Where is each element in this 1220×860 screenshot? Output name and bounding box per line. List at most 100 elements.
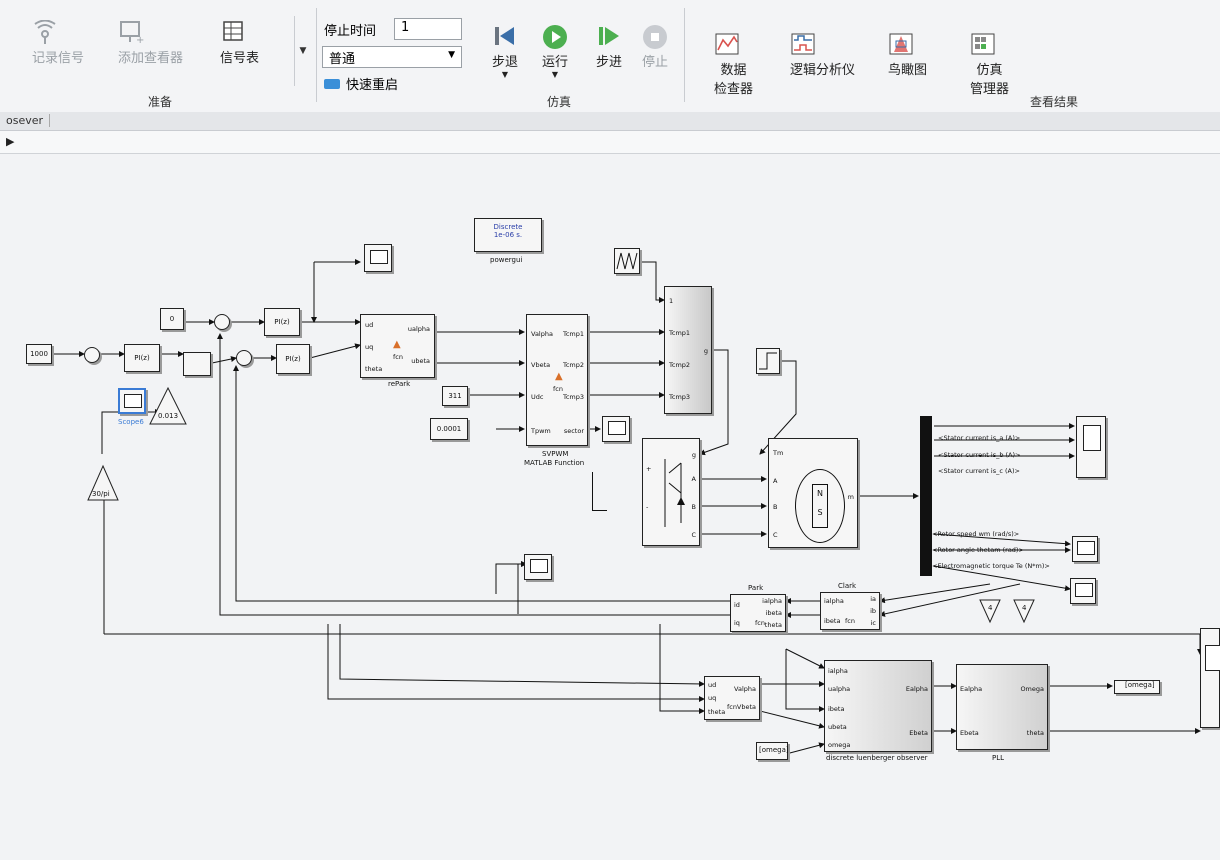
port-label: theta [1026,729,1044,737]
fast-restart-button[interactable]: 快速重启 [324,74,398,93]
pi-label: PI(z) [134,354,150,362]
logic-analyzer-button[interactable]: 逻辑分析仪 [790,32,855,78]
sum-block-iq[interactable] [236,350,252,366]
chevron-down-icon: ▼ [551,70,559,79]
scope-screen [124,394,142,408]
repark-block[interactable]: ud uq theta ualpha ubeta fcn ▲ [360,314,435,378]
gain-block-4b[interactable]: 4 [1012,598,1036,624]
clark-block[interactable]: ialpha ibeta ia ib ic fcn [820,592,880,630]
powergui-block[interactable]: Discrete 1e-06 s. [474,218,542,252]
scope-block-currents[interactable] [1076,416,1106,478]
model-canvas[interactable]: 1000 PI(z) 0 PI(z) PI(z) Scope6 0.013 30… [0,154,1220,860]
log-signals-label: 记录信号 [32,51,85,66]
viewer-icon: + [120,20,164,44]
sim-manager-icon [971,32,1003,56]
scope-block-6[interactable] [118,388,146,414]
sum-block[interactable] [84,347,100,363]
port-label: ib [870,607,876,615]
port-label: ibeta [765,609,782,617]
run-button[interactable]: 运行 ▼ [542,24,568,79]
gain-value: 30/pi [92,490,110,498]
play-icon[interactable]: ▶ [6,135,15,148]
scope-block-torque[interactable] [1070,578,1096,604]
pole-s: S [817,508,823,517]
pi-controller-iq[interactable]: PI(z) [276,344,310,374]
pi-controller-speed[interactable]: PI(z) [124,344,160,372]
scope-block[interactable] [364,244,392,272]
sum-block-2[interactable] [183,352,211,376]
constant-block-udc[interactable]: 311 [442,386,468,406]
svpwm-block[interactable]: Valpha Vbeta Udc Tpwm Tcmp1 Tcmp2 Tcmp3 … [526,314,588,446]
scope-block-right[interactable] [1200,628,1220,728]
fcn-label: fcn [845,617,855,625]
constant-block-speed[interactable]: 1000 [26,344,52,364]
add-viewer-button[interactable]: + 添加查看器 [118,20,183,66]
simulation-mode-select[interactable]: 普通 ▼ [322,46,462,68]
stop-icon [642,24,668,49]
svg-text:+: + [136,35,144,44]
port-label: ualpha [828,685,851,693]
port-label: ubeta [828,723,847,731]
port-label: Vbeta [736,703,756,711]
signal-table-label: 信号表 [220,51,260,66]
park-block[interactable]: id iq ialpha ibeta theta fcn [730,594,786,632]
pll-block[interactable]: Ealpha Ebeta Omega theta [956,664,1048,750]
sum-block-id[interactable] [214,314,230,330]
table-icon [223,20,253,44]
port-label: ialpha [828,667,848,675]
port-label: Tm [773,449,784,457]
port-label: m [847,493,854,501]
scope-block[interactable] [602,416,630,442]
scope-block-speed[interactable] [1072,536,1098,562]
from-omega-block[interactable]: [omega] [756,742,789,760]
port-label: A [773,477,778,485]
stop-time-input[interactable]: 1 [394,18,462,40]
breadcrumb-bar: ▶ [0,131,1220,154]
birds-eye-button[interactable]: 鸟瞰图 [888,32,927,78]
inverter-block[interactable]: g + - A B C [642,438,700,546]
prepare-expand-button[interactable]: ▼ [294,16,311,86]
svpwm-label-2: MATLAB Function [524,459,585,467]
pwm-comparator-block[interactable]: 1 Tcmp1 Tcmp2 Tcmp3 g [664,286,712,414]
port-label: + [646,465,652,473]
luenberger-observer-block[interactable]: ialpha ualpha ibeta ubeta omega Ealpha E… [824,660,932,752]
model-tab[interactable]: osever [0,114,51,127]
port-label: Tcmp2 [562,361,584,369]
igbt-icon [664,459,685,527]
pi-controller-id[interactable]: PI(z) [264,308,300,336]
pll-label: PLL [992,754,1005,762]
dc-source[interactable] [592,472,607,511]
gain-block-0013[interactable]: 0.013 [148,386,188,426]
stop-label: 停止 [642,55,669,70]
port-label: Tcmp3 [669,393,691,401]
scope-block-middle[interactable] [524,554,552,580]
constant-block-tpwm[interactable]: 0.0001 [430,418,468,440]
sim-manager-button[interactable]: 仿真 管理器 [970,32,1009,97]
port-label: C [773,531,778,539]
port-label: 1 [669,297,674,305]
goto-omega-block[interactable]: [omega] [1114,680,1160,694]
port-label: id [734,601,740,609]
pmsm-block[interactable]: Tm A B C m N S [768,438,858,548]
port-label: Udc [531,393,544,401]
scope-screen [1075,583,1093,597]
step-forward-button[interactable]: 步进 [596,24,622,70]
constant-block-id[interactable]: 0 [160,308,184,330]
port-label: C [691,531,696,539]
fcn-label: fcn [393,353,403,361]
log-signals-button[interactable]: 记录信号 [32,20,84,66]
bus-signal-label: <Rotor angle thetam (rad)> [932,546,1024,554]
signal-table-button[interactable]: 信号表 [220,20,259,66]
stop-button[interactable]: 停止 [642,24,668,70]
data-inspector-button[interactable]: 数据 检查器 [714,32,753,97]
port-label: g [691,451,696,459]
port-label: theta [764,621,782,629]
repark-block-2[interactable]: ud uq theta Valpha Vbeta fcn [704,676,760,720]
port-label: B [691,503,696,511]
step-back-button[interactable]: 步退 ▼ [492,24,518,79]
step-block[interactable] [756,348,780,374]
port-label: ud [365,321,374,329]
gain-block-30pi[interactable]: 30/pi [86,464,120,502]
repeating-sequence-block[interactable] [614,248,640,274]
gain-block-4a[interactable]: 4 [978,598,1002,624]
